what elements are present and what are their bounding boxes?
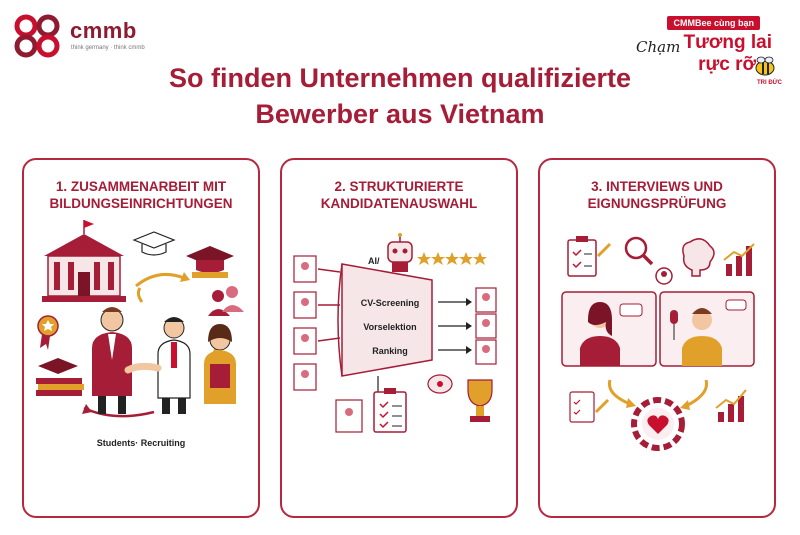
video-call-icon (561, 291, 755, 367)
headline-line-2: Bewerber aus Vietnam (255, 99, 545, 129)
bar-chart-icon (715, 389, 747, 422)
checklist-icon (567, 236, 612, 277)
graduation-cap-icon (132, 231, 234, 278)
card-1-title-line-2: BILDUNGSEINRICHTUNGEN (49, 196, 233, 211)
badge-line-1: Tương lai (683, 32, 773, 53)
badge-tag: CMMBee cùng bạn (667, 16, 760, 30)
award-ribbon-icon (37, 315, 59, 350)
card-cooperation: Students· Recruiting 1. ZUSAMMENARBEIT M… (22, 158, 260, 518)
brand-name: cmmb (70, 18, 137, 43)
badge-mini: TRI ĐỨC (757, 80, 782, 86)
cv-document-icon (293, 255, 317, 391)
brand-logo[interactable]: cmmb think germany · think cmmb (14, 12, 154, 60)
bee-mascot-icon (755, 56, 775, 76)
cmmb-logo-icon (14, 14, 60, 58)
cooperation-illustration: Students· Recruiting (36, 220, 244, 448)
magnifier-icon (624, 236, 654, 266)
card-1-title-line-1: 1. ZUSAMMENARBEIT MIT (55, 179, 227, 194)
ai-label: AI/ (368, 256, 380, 266)
selection-illustration: AI/ (293, 233, 497, 433)
funnel-step-ranking: Ranking (372, 346, 408, 356)
business-person-icon (92, 307, 132, 414)
campaign-badge: CMMBee cùng bạn Tương lai Chạm rực rỡ TR… (632, 16, 782, 102)
card-3-title-line-2: EIGNUNGSPRÜFUNG (587, 196, 727, 211)
card-3-title-line-1: 3. INTERVIEWS UND (591, 179, 723, 194)
funnel-step-cv-screening: CV-Screening (361, 298, 420, 308)
card-2-title-line-2: KANDIDATENAUSWAHL (320, 196, 478, 211)
brain-icon (682, 238, 715, 277)
checklist-icon (569, 391, 610, 423)
card-selection: AI/ (280, 158, 518, 518)
books-icon (36, 358, 84, 396)
graduate-woman-icon (204, 324, 236, 404)
card-interviews: 3. INTERVIEWS UND EIGNUNGSPRÜFUNG (538, 158, 776, 518)
card-2-title: 2. STRUKTURIERTE KANDIDATENAUSWAHL (290, 178, 508, 212)
funnel-icon (337, 263, 433, 377)
team-icon (208, 286, 244, 316)
student-icon (157, 317, 191, 414)
students-recruiting-caption: Students· Recruiting (97, 438, 186, 448)
interviews-illustration (561, 236, 755, 451)
card-2-title-line-1: 2. STRUKTURIERTE (334, 179, 464, 194)
bar-chart-icon (723, 243, 755, 276)
card-1-title: 1. ZUSAMMENARBEIT MIT BILDUNGSEINRICHTUN… (32, 178, 250, 212)
funnel-step-vorselektion: Vorselektion (363, 322, 416, 332)
brand-tagline: think germany · think cmmb (71, 45, 145, 51)
badge-script: Chạm (636, 38, 681, 56)
handshake-icon (124, 362, 162, 374)
star-rating-icon (417, 252, 487, 265)
headline-line-1: So finden Unternehmen qualifizierte (168, 63, 632, 93)
robot-icon (387, 233, 413, 272)
chat-bubble-icon (427, 374, 453, 394)
card-3-title: 3. INTERVIEWS UND EIGNUNGSPRÜFUNG (548, 178, 766, 212)
gear-heart-icon (631, 397, 685, 451)
university-icon (42, 220, 126, 302)
checklist-icon (373, 388, 407, 433)
user-icon (655, 267, 673, 285)
trophy-icon (467, 379, 493, 422)
badge-line-2: rực rỡ (698, 54, 756, 75)
